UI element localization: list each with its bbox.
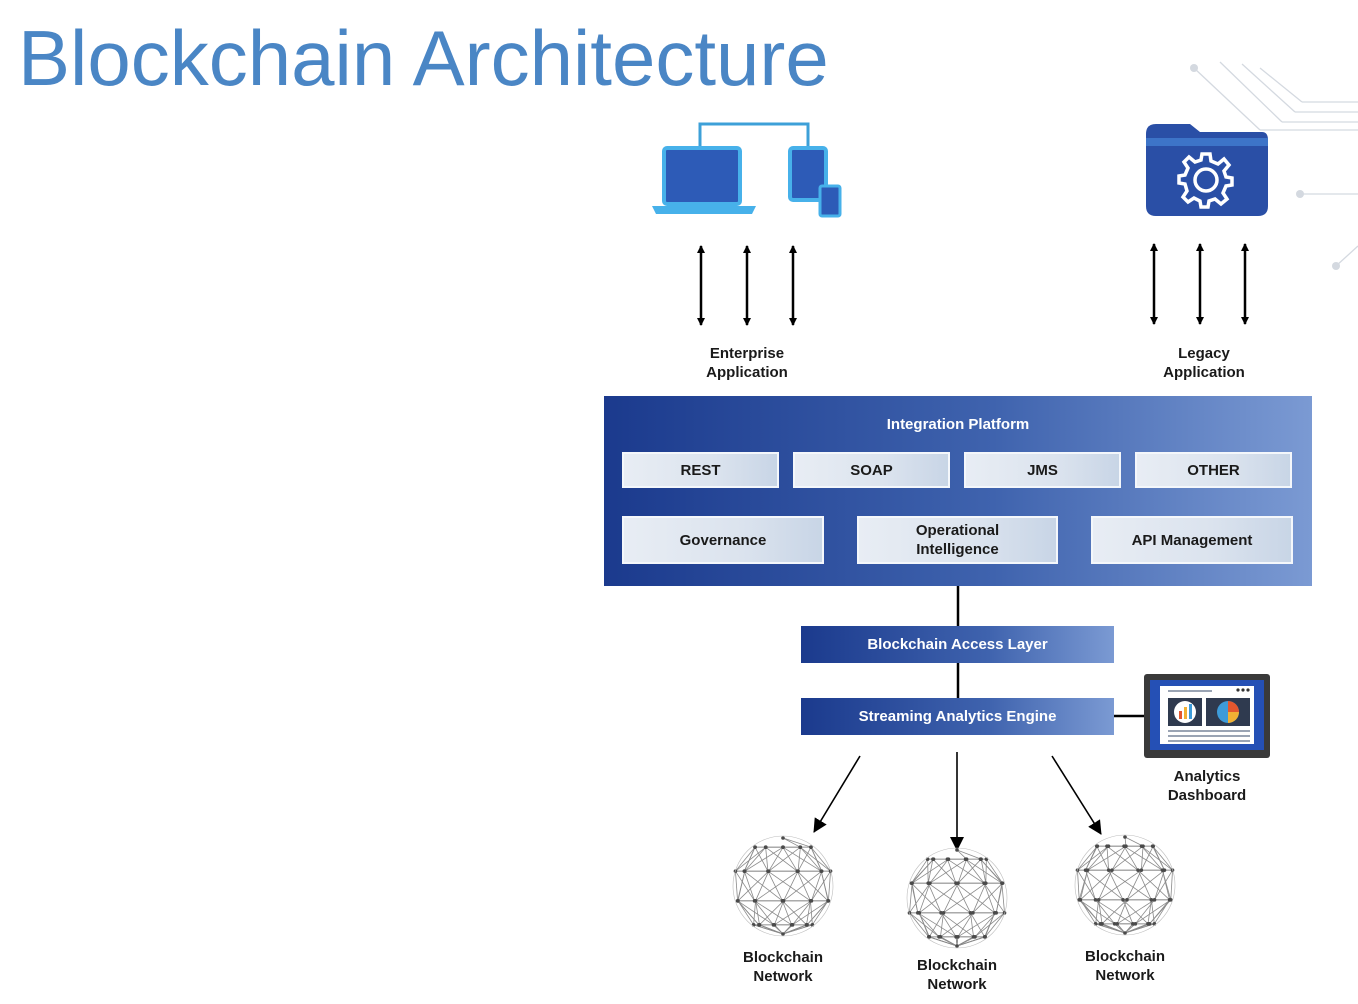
integration-platform-title: Integration Platform — [886, 416, 1030, 433]
folder-gear-icon — [1146, 124, 1268, 216]
page-title: Blockchain Architecture — [18, 14, 829, 102]
enterprise-application-label: Enterprise Application — [706, 345, 788, 381]
network-spheres — [732, 834, 1176, 949]
network-label-3: Blockchain Network — [1084, 948, 1166, 984]
laptop-mobile-icon — [652, 122, 842, 218]
blockchain-network-sphere-icon — [1074, 834, 1176, 936]
integration-platform: Integration Platform REST SOAP JMS OTHER… — [604, 396, 1312, 586]
protocol-other: OTHER — [1135, 452, 1292, 488]
circuit-decoration — [1190, 61, 1358, 270]
protocol-jms: JMS — [964, 452, 1121, 488]
dashboard-monitor-icon — [1144, 674, 1270, 758]
blockchain-network-sphere-icon — [732, 835, 834, 937]
blockchain-access-layer: Blockchain Access Layer — [801, 626, 1114, 663]
network-label-1: Blockchain Network — [742, 949, 824, 985]
service-governance: Governance — [622, 516, 824, 564]
blockchain-network-sphere-icon — [906, 847, 1008, 949]
analytics-dashboard-label: Analytics Dashboard — [1167, 768, 1247, 804]
service-operational-intelligence: Operational Intelligence — [857, 516, 1058, 564]
protocol-rest: REST — [622, 452, 779, 488]
streaming-analytics-engine: Streaming Analytics Engine — [801, 698, 1114, 735]
legacy-arrows — [1150, 243, 1249, 325]
network-label-2: Blockchain Network — [916, 957, 998, 993]
service-api-management: API Management — [1091, 516, 1293, 564]
legacy-application-label: Legacy Application — [1163, 345, 1245, 381]
network-arrows — [813, 752, 1102, 851]
protocol-soap: SOAP — [793, 452, 950, 488]
enterprise-arrows — [697, 245, 797, 326]
